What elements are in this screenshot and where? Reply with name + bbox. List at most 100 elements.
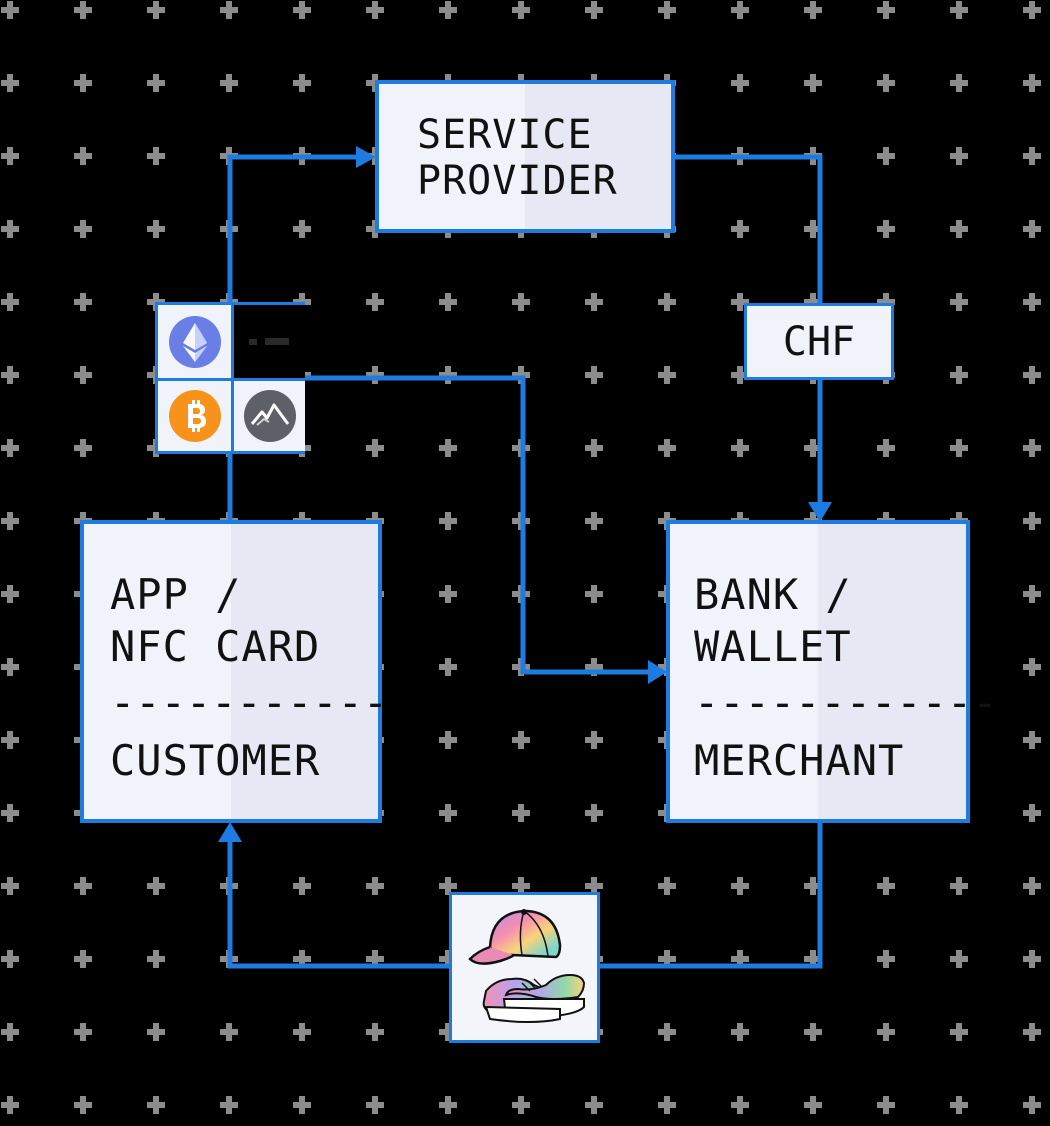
merchant-separator: ------------ xyxy=(694,678,998,727)
grid-plus-marker xyxy=(293,1096,311,1114)
grid-plus-marker xyxy=(74,366,92,384)
grid-plus-marker xyxy=(950,950,968,968)
grid-plus-marker xyxy=(585,658,603,676)
grid-plus-marker xyxy=(439,1,457,19)
grid-plus-marker xyxy=(658,439,676,457)
grid-plus-marker xyxy=(1023,1,1041,19)
grid-plus-marker xyxy=(1,366,19,384)
grid-plus-marker xyxy=(147,1,165,19)
grid-plus-marker xyxy=(658,1096,676,1114)
grid-plus-marker xyxy=(74,950,92,968)
grid-plus-marker xyxy=(731,1023,749,1041)
grid-plus-marker xyxy=(585,1096,603,1114)
grid-plus-marker xyxy=(1023,74,1041,92)
grid-plus-marker xyxy=(1,439,19,457)
grid-plus-marker xyxy=(293,220,311,238)
grid-plus-marker xyxy=(1023,658,1041,676)
merchant-line-1: BANK / xyxy=(694,570,852,619)
grid-plus-marker xyxy=(439,877,457,895)
grid-plus-marker xyxy=(877,1023,895,1041)
grid-plus-marker xyxy=(439,439,457,457)
grid-plus-marker xyxy=(439,512,457,530)
grid-plus-marker xyxy=(658,1,676,19)
grid-plus-marker xyxy=(366,293,384,311)
grid-plus-marker xyxy=(366,1096,384,1114)
grid-plus-marker xyxy=(950,220,968,238)
grid-plus-marker xyxy=(731,950,749,968)
arrow-into-merchant-side xyxy=(648,660,667,684)
grid-plus-marker xyxy=(658,1023,676,1041)
goods-node xyxy=(449,892,600,1043)
grid-plus-marker xyxy=(147,950,165,968)
grid-plus-marker xyxy=(293,74,311,92)
grid-plus-marker xyxy=(804,1096,822,1114)
grid-plus-marker xyxy=(1,1023,19,1041)
grid-plus-marker xyxy=(439,366,457,384)
connector-crypto-to-service xyxy=(227,154,360,302)
grid-plus-marker xyxy=(220,1096,238,1114)
grid-plus-marker xyxy=(804,1023,822,1041)
grid-plus-marker xyxy=(147,220,165,238)
arrow-into-customer-bottom xyxy=(218,822,242,842)
grid-plus-marker xyxy=(74,1096,92,1114)
grid-plus-marker xyxy=(74,293,92,311)
grid-plus-marker xyxy=(804,1,822,19)
grid-plus-marker xyxy=(950,877,968,895)
customer-separator: ----------- xyxy=(110,678,389,727)
grid-plus-marker xyxy=(74,1023,92,1041)
grid-plus-marker xyxy=(877,220,895,238)
grid-plus-marker xyxy=(950,74,968,92)
grid-plus-marker xyxy=(147,877,165,895)
grid-plus-marker xyxy=(439,1023,457,1041)
grid-plus-marker xyxy=(658,293,676,311)
grid-plus-marker xyxy=(366,1,384,19)
grid-plus-marker xyxy=(1023,293,1041,311)
grid-plus-marker xyxy=(366,1023,384,1041)
grid-plus-marker xyxy=(658,877,676,895)
crypto-assets-grid xyxy=(155,302,305,454)
grid-plus-marker xyxy=(877,950,895,968)
grid-plus-marker xyxy=(877,1,895,19)
grid-plus-marker xyxy=(366,877,384,895)
grid-plus-marker xyxy=(585,293,603,311)
chf-currency-label: CHF xyxy=(744,303,894,380)
merchant-line-2: WALLET xyxy=(694,622,852,671)
grid-plus-marker xyxy=(804,877,822,895)
connector-crypto-to-merchant xyxy=(305,375,650,675)
cap-icon xyxy=(468,909,562,965)
grid-plus-marker xyxy=(1023,877,1041,895)
grid-plus-marker xyxy=(147,147,165,165)
grid-plus-marker xyxy=(1,658,19,676)
customer-line-2: NFC CARD xyxy=(110,622,321,671)
grid-plus-marker xyxy=(950,366,968,384)
grid-plus-marker xyxy=(877,439,895,457)
grid-plus-marker xyxy=(877,877,895,895)
grid-plus-marker xyxy=(585,877,603,895)
grid-plus-marker xyxy=(1023,147,1041,165)
dash-token-cell xyxy=(234,305,305,378)
bitcoin-icon xyxy=(168,390,221,442)
grid-plus-marker xyxy=(731,220,749,238)
mountain-token-icon xyxy=(243,390,296,442)
merchant-role-label: MERCHANT xyxy=(694,736,905,785)
grid-plus-marker xyxy=(220,74,238,92)
arrow-into-service-provider xyxy=(356,146,376,168)
grid-plus-marker xyxy=(585,366,603,384)
grid-plus-marker xyxy=(293,1,311,19)
grid-plus-marker xyxy=(1,585,19,603)
grid-plus-marker xyxy=(804,439,822,457)
grid-plus-marker xyxy=(220,1023,238,1041)
grid-plus-marker xyxy=(658,950,676,968)
grid-plus-marker xyxy=(1,1,19,19)
grid-plus-marker xyxy=(512,1,530,19)
grid-plus-marker xyxy=(950,293,968,311)
grid-plus-marker xyxy=(585,1,603,19)
service-provider-line-1: SERVICE xyxy=(417,112,593,158)
grid-plus-marker xyxy=(74,1,92,19)
grid-plus-marker xyxy=(731,74,749,92)
grid-plus-marker xyxy=(877,147,895,165)
customer-line-1: APP / xyxy=(110,570,242,619)
mountain-token-cell xyxy=(234,381,305,451)
grid-plus-marker xyxy=(1023,512,1041,530)
grid-plus-marker xyxy=(1,1096,19,1114)
